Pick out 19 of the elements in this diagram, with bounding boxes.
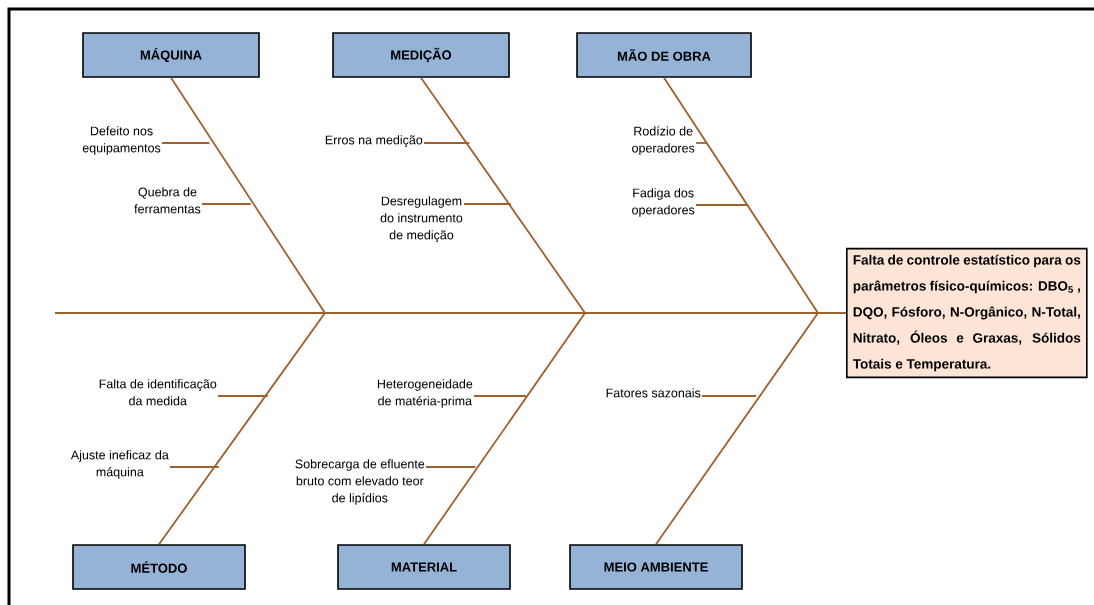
cause-text: Sobrecarga de efluente bruto com elevado teor de lipídios — [295, 459, 425, 505]
cause-text: Ajuste ineficaz da máquina — [70, 450, 169, 479]
category-box: MÉTODO — [72, 544, 246, 590]
category-box: MEIO AMBIENTE — [569, 544, 743, 590]
effect-box: Falta de controle estatístico para os parâmetros físico-químicos: DBO$_{5}$ , DQO, Fósforo, N-Orgânico, N-Total, Nitrato, Óleos e Graxas, Sólidos Totais e Temperatura. — [846, 247, 1088, 379]
category-box: MATERIAL — [337, 544, 511, 590]
cause-text: Desregulagem do instrumento de medição — [380, 196, 463, 242]
bone-line — [655, 312, 847, 546]
category-box: MÁQUINA — [82, 32, 260, 78]
cause-text: Heterogeneidade de matéria-prima — [377, 379, 473, 408]
category-box: MEDIÇÃO — [332, 32, 510, 78]
cause-text: Defeito nos equipamentos — [82, 126, 161, 155]
cause-text: Rodízio de operadores — [632, 126, 695, 155]
cause-text: Fatores sazonais — [606, 388, 701, 398]
cause-text: Fadiga dos operadores — [632, 188, 695, 217]
cause-text: Erros na medição — [325, 135, 423, 147]
category-box: MÃO DE OBRA — [576, 32, 752, 78]
cause-text: Quebra de ferramentas — [134, 187, 201, 214]
cause-text: Falta de identificação da medida — [99, 379, 217, 406]
